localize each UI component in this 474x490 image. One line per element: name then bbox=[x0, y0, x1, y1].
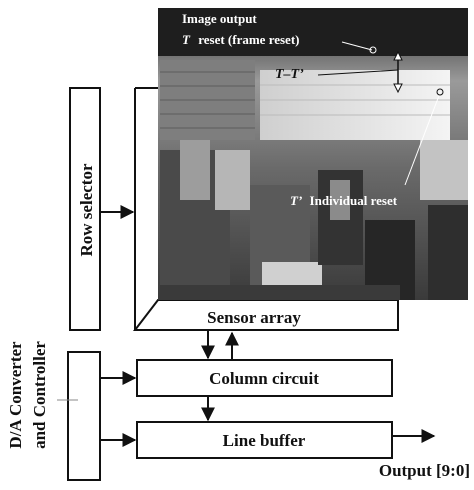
t-minus-t-prime-label: T–T’ bbox=[275, 67, 304, 82]
controller-block bbox=[67, 351, 101, 481]
column-circuit-block bbox=[136, 359, 393, 397]
sensor-image bbox=[158, 8, 468, 300]
sensor-array-label: Sensor array bbox=[207, 308, 301, 327]
row-selector-block bbox=[69, 87, 101, 331]
controller-label-line1: D/A Converter bbox=[6, 341, 25, 449]
t-symbol: T bbox=[182, 32, 191, 47]
line-buffer-label: Line buffer bbox=[223, 431, 306, 450]
t-prime-symbol: T’ bbox=[290, 193, 302, 208]
frame-reset-label: T reset (frame reset) bbox=[182, 32, 300, 47]
individual-reset-text: Individual reset bbox=[310, 193, 398, 208]
output-label: Output [9:0] bbox=[379, 461, 470, 480]
column-circuit-label: Column circuit bbox=[209, 369, 319, 388]
row-selector-label: Row selector bbox=[77, 163, 96, 256]
frame-reset-text: reset (frame reset) bbox=[198, 32, 299, 47]
controller-label-line2: and Controller bbox=[30, 341, 49, 449]
individual-reset-label: T’ Individual reset bbox=[290, 193, 398, 208]
image-output-label: Image output bbox=[182, 11, 257, 26]
line-buffer-block bbox=[136, 421, 393, 459]
